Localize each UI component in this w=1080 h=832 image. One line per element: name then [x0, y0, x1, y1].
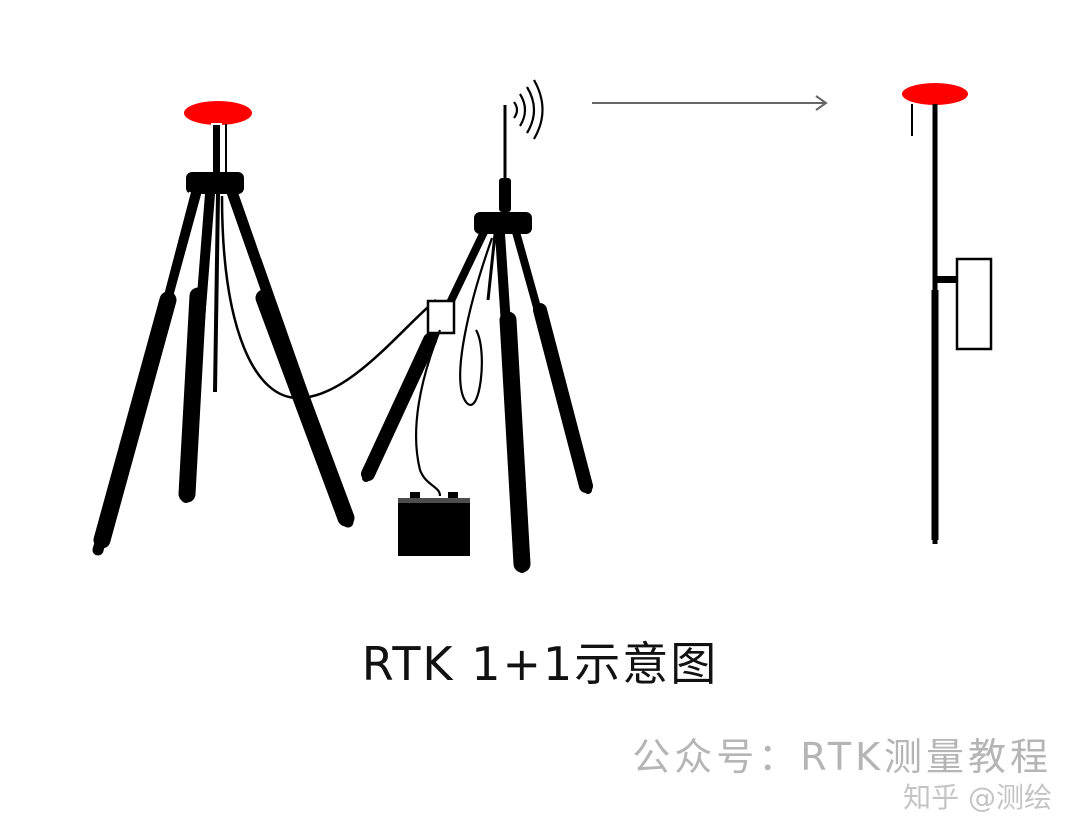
radio-station: [361, 79, 593, 573]
watermark-account: 公众号：RTK测量教程: [632, 735, 1052, 779]
radio-box-icon: [426, 299, 456, 335]
rover: [902, 83, 993, 544]
radio-tripod-icon: [361, 228, 593, 573]
base-antenna-mast: [211, 123, 222, 175]
battery-cable: [415, 329, 442, 497]
battery-icon: [398, 492, 470, 556]
base-gnss-antenna-icon: [184, 101, 252, 125]
rover-gnss-antenna-icon: [902, 83, 968, 105]
watermark-site: 知乎 @测绘: [903, 781, 1052, 814]
radio-waves-icon: [513, 79, 544, 140]
base-cable: [220, 195, 437, 400]
data-collector-icon: [955, 257, 993, 351]
radio-cable: [459, 237, 494, 406]
base-tripod-icon: [92, 186, 355, 556]
diagram-caption: RTK 1+1示意图: [361, 637, 719, 691]
base-station: [92, 101, 437, 556]
arrow-right-icon: [592, 95, 828, 111]
